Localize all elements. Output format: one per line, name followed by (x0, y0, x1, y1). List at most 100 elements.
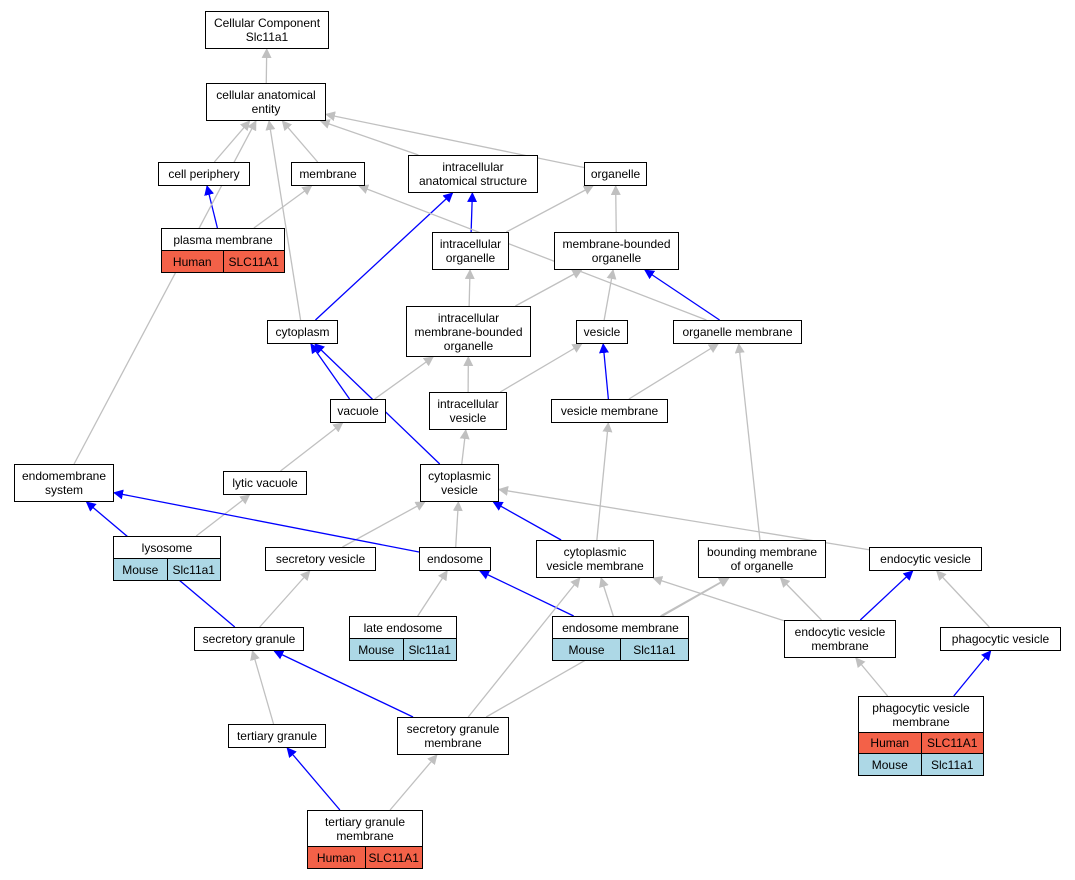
node-secretory-vesicle[interactable]: secretory vesicle (265, 547, 376, 571)
edge-cytovesmem-to-cytoves (492, 501, 562, 541)
species-cell: Human (172, 254, 212, 269)
edge-imbo-to-intraorg (464, 269, 475, 307)
node-label: late endosome (350, 617, 456, 639)
edge-vacuole-to-imbo (374, 356, 434, 400)
node-label-line: membrane (892, 714, 950, 729)
node-cell-periphery[interactable]: cell periphery (158, 162, 250, 186)
node-endocytic-vesicle[interactable]: endocytic vesicle (869, 547, 982, 571)
node-tertiary-granule[interactable]: tertiary granule (228, 724, 326, 748)
edge-endovesmem-to-cytovesmem (652, 576, 785, 622)
node-vacuole[interactable]: vacuole (330, 399, 386, 423)
edge-endosomemem-to-cytovesmem (599, 577, 614, 617)
node-organelle[interactable]: organelle (584, 162, 647, 186)
edge-vesicle-to-mbo (603, 269, 617, 321)
node-lytic-vacuole[interactable]: lytic vacuole (223, 471, 307, 495)
edge-membrane-to-cae (281, 120, 319, 163)
node-phagocytic-vesicle[interactable]: phagocytic vesicle (940, 627, 1061, 651)
edge-intraves-to-vesicle (499, 343, 583, 393)
edge-endovesmem-to-boundmem (779, 577, 822, 621)
edge-phagovesmem-to-phagoves (953, 650, 992, 697)
node-label-line: membrane (336, 828, 394, 843)
node-label-line: Cellular Component (213, 16, 321, 30)
node-label: organelle (591, 167, 640, 181)
node-label-line: cell periphery (168, 167, 240, 181)
node-label-line: entity (251, 102, 281, 116)
node-label-line: cytoplasm (275, 325, 330, 339)
edge-cytoplasm-to-intracell (315, 192, 454, 321)
node-label-line: membrane (299, 167, 357, 181)
edge-tergranmem-to-secgranmem (389, 754, 438, 811)
node-vesicle-membrane[interactable]: vesicle membrane (551, 399, 668, 423)
edge-cytovesmem-to-vesmem (596, 422, 613, 541)
node-label-line: endosome (426, 552, 484, 566)
gene-annotation-row[interactable]: Human SLC11A1 (859, 733, 983, 754)
node-label-line: organelle (590, 167, 641, 181)
node-label: plasma membrane (162, 229, 284, 251)
gene-symbol-cell: SLC11A1 (920, 733, 984, 753)
species-cell: Human (870, 736, 910, 750)
node-label-line: lysosome (141, 540, 193, 555)
gene-symbol-cell: Slc11a1 (920, 754, 984, 775)
node-label-line: bounding membrane (706, 545, 818, 559)
node-label: membrane (299, 167, 356, 181)
node-label-line: organelle (591, 251, 642, 265)
species-cell: Human (316, 850, 356, 865)
node-label: phagocytic vesicle (952, 632, 1049, 646)
species-cell: Mouse (871, 757, 908, 772)
edge-intracell-to-cae (319, 119, 419, 156)
edge-mbo-to-organelle (610, 185, 621, 233)
node-label-line: membrane (811, 639, 869, 653)
edge-endosome-to-endomem (113, 489, 420, 553)
node-endosome[interactable]: endosome (419, 547, 491, 571)
edge-orgmem-to-membrane (358, 184, 707, 321)
node-label-line: organelle membrane (682, 325, 793, 339)
edge-phagoves-to-endoves (936, 570, 990, 628)
node-label: cytoplasm (275, 325, 329, 339)
node-organelle-membrane[interactable]: organelle membrane (673, 320, 802, 344)
node-vesicle[interactable]: vesicle (576, 320, 628, 344)
node-label-line: organelle (445, 251, 496, 265)
node-secretory-granule[interactable]: secretory granule (194, 627, 304, 651)
edge-boundmem-to-orgmem (734, 343, 761, 541)
gene-annotation-row[interactable]: Mouse Slc11a1 (859, 754, 983, 775)
node-label-line: intracellular (442, 160, 504, 174)
edge-intraorg-to-intracell (467, 192, 478, 233)
node-label: lytic vacuole (232, 476, 297, 490)
node-membrane[interactable]: membrane (291, 162, 365, 186)
node-label-line: tertiary granule (324, 814, 406, 829)
node-label-line: cytoplasmic (428, 469, 491, 483)
node-label-line: secretory granule (406, 722, 500, 736)
node-cytoplasm[interactable]: cytoplasm (267, 320, 338, 344)
